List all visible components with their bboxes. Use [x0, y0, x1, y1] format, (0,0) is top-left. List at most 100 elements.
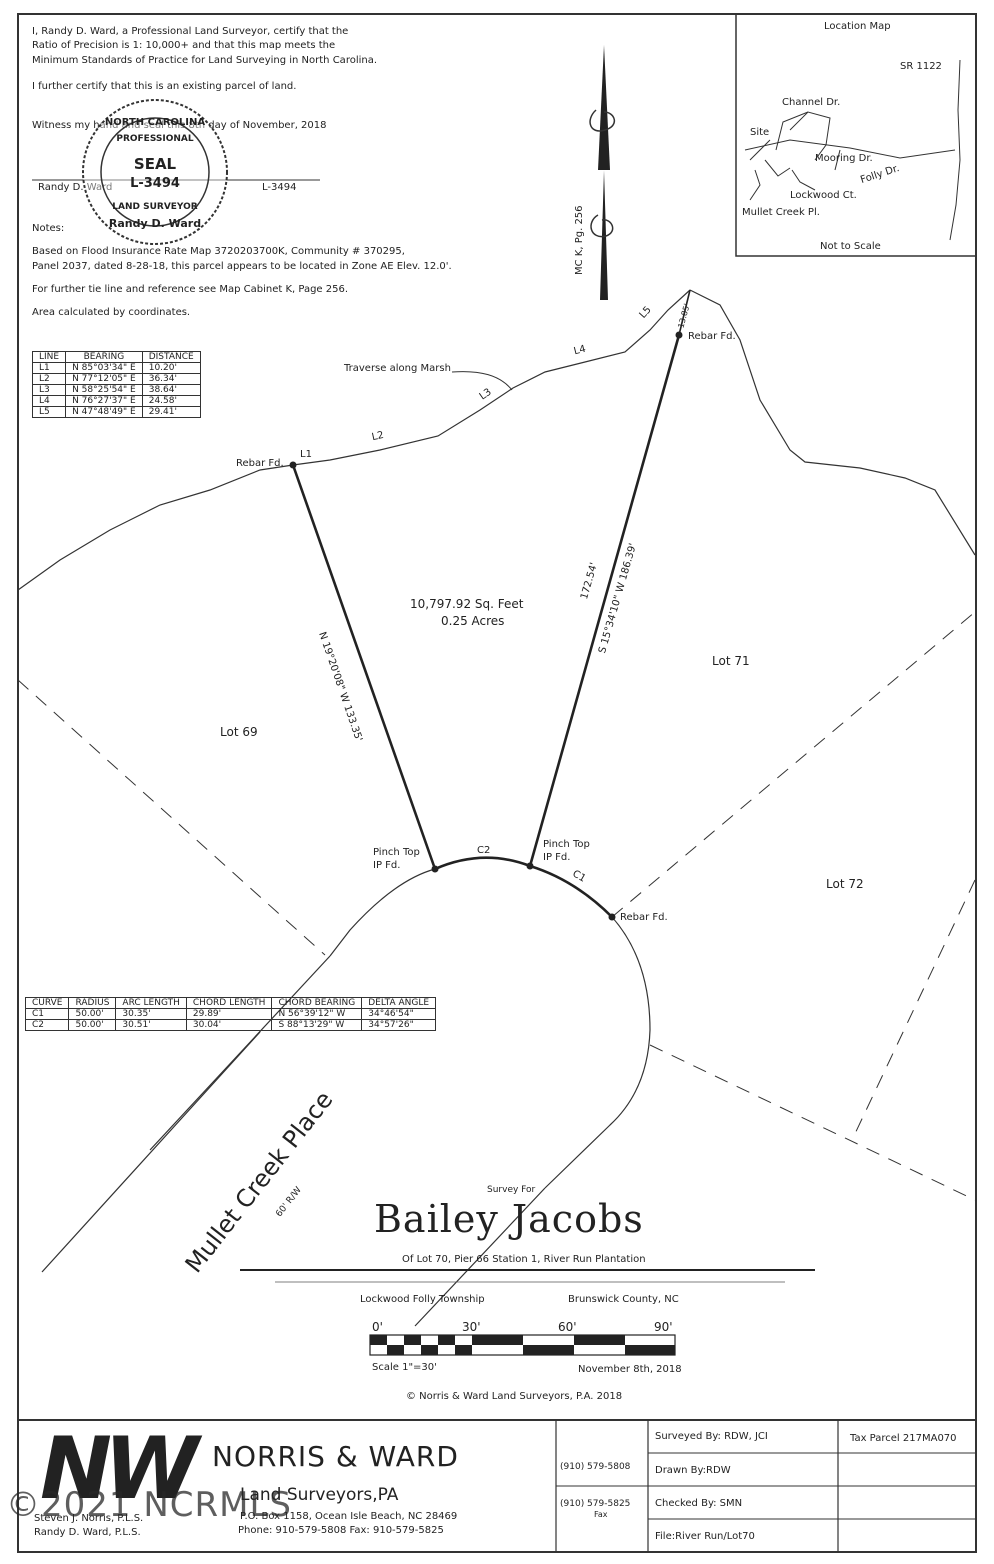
- table-cell: N 56°39'12" W: [271, 1008, 363, 1020]
- table-cell: 34°57'26": [361, 1019, 437, 1031]
- rebar-pin-3: [608, 913, 616, 921]
- sheet-border: [17, 13, 977, 1553]
- drawn-by: Drawn By:RDW: [655, 1465, 731, 1476]
- firm-address: P.O. Box 1158, Ocean Isle Beach, NC 2846…: [240, 1511, 458, 1522]
- license-number: L-3494: [262, 182, 297, 193]
- surveyor-name-2: Randy D. Ward, P.L.S.: [34, 1527, 141, 1538]
- line-label-l1: L1: [300, 449, 312, 460]
- fax-label: Fax: [594, 1510, 608, 1519]
- firm-subtitle: Land Surveyors,PA: [240, 1485, 399, 1505]
- seal-mid-text: PROFESSIONAL: [116, 134, 194, 144]
- location-map-site: Site: [750, 127, 770, 138]
- firm-phone-fax: Phone: 910-579-5808 Fax: 910-579-5825: [238, 1525, 444, 1536]
- scale-tick-60: 60': [558, 1320, 577, 1334]
- table-cell: L5: [31, 406, 67, 418]
- table-cell: L2: [31, 373, 67, 385]
- note-1: Based on Flood Insurance Rate Map 372020…: [32, 246, 405, 257]
- rebar-pin-2: [675, 331, 683, 339]
- pinch-label-2a: Pinch Top: [543, 839, 590, 850]
- table-cell: L1: [31, 362, 67, 374]
- curve-table-header: RADIUS: [68, 997, 117, 1009]
- surveyor-name-1: Steven J. Norris, P.L.S.: [34, 1513, 144, 1524]
- table-cell: N 47°48'49" E: [65, 406, 143, 418]
- location-map-roads: [744, 59, 961, 241]
- county-label: Brunswick County, NC: [568, 1294, 679, 1305]
- scale-tick-30: 30': [462, 1320, 481, 1334]
- location-map-title: Location Map: [824, 21, 891, 32]
- curve-table-header: CHORD LENGTH: [185, 997, 273, 1009]
- table-cell: N 76°27'37" E: [65, 395, 143, 407]
- table-cell: 30.04': [185, 1019, 273, 1031]
- marsh-traverse-line: [17, 289, 691, 591]
- location-map-lockwood: Lockwood Ct.: [790, 190, 857, 201]
- location-map-scale-note: Not to Scale: [820, 241, 881, 252]
- table-cell: 10.20': [141, 362, 201, 374]
- checked-by: Checked By: SMN: [655, 1498, 743, 1509]
- cul-de-sac-edge: [544, 916, 651, 1189]
- table-cell: 36.34': [141, 373, 201, 385]
- area-acres: 0.25 Acres: [441, 614, 505, 628]
- ncrmls-watermark: ©2021 NCRMLS: [6, 1485, 292, 1525]
- curve-table-header: DELTA ANGLE: [361, 997, 437, 1009]
- surveyed-by: Surveyed By: RDW, JCI: [655, 1431, 768, 1442]
- file-name: File:River Run/Lot70: [655, 1531, 755, 1542]
- line-table-header: LINE: [31, 351, 67, 363]
- survey-for-label: Survey For: [487, 1185, 536, 1195]
- tax-parcel: Tax Parcel 217MA070: [850, 1433, 957, 1444]
- rebar-label-3: Rebar Fd.: [620, 912, 668, 923]
- scale-label: Scale 1"=30': [372, 1362, 437, 1373]
- certificate-line-3: Minimum Standards of Practice for Land S…: [32, 55, 378, 66]
- certificate-line-2: Ratio of Precision is 1: 10,000+ and tha…: [32, 40, 336, 51]
- curve-table-header: CHORD BEARING: [271, 997, 363, 1009]
- copyright: © Norris & Ward Land Surveyors, P.A. 201…: [406, 1391, 623, 1402]
- north-reference: MC K, Pg. 256: [574, 205, 585, 275]
- seal-center-text: SEAL: [134, 155, 177, 173]
- rebar-pin-1: [289, 461, 297, 469]
- pinch-label-2b: IP Fd.: [543, 852, 571, 863]
- west-boundary: [291, 464, 437, 870]
- table-cell: C1: [24, 1008, 70, 1020]
- fax-number: (910) 579-5825: [560, 1499, 631, 1509]
- seal-bottom-text: LAND SURVEYOR: [112, 202, 198, 212]
- north-arrow-icon: [589, 45, 615, 300]
- surveyor-seal: NORTH CAROLINA PROFESSIONAL SEAL L-3494 …: [82, 99, 228, 245]
- signer-name: Randy D. Ward: [38, 182, 113, 193]
- scale-tick-90: 90': [654, 1320, 673, 1334]
- curve-c1: [529, 864, 613, 918]
- location-map-mullet: Mullet Creek Pl.: [742, 207, 820, 218]
- lot-lines-dashed: [17, 611, 976, 1201]
- certificate-line-1: I, Randy D. Ward, a Professional Land Su…: [32, 26, 349, 37]
- notes-heading: Notes:: [32, 223, 65, 234]
- table-cell: 38.64': [141, 384, 201, 396]
- owner-title: Bailey Jacobs: [374, 1197, 644, 1241]
- table-cell: N 85°03'34" E: [65, 362, 143, 374]
- table-cell: L3: [31, 384, 67, 396]
- location-map-mooring: Mooring Dr.: [815, 153, 873, 164]
- table-cell: C2: [24, 1019, 70, 1031]
- firm-name: NORRIS & WARD: [212, 1440, 459, 1473]
- curve-c2: [434, 856, 531, 871]
- pinch-pin-2: [526, 862, 534, 870]
- note-4: Area calculated by coordinates.: [32, 307, 191, 318]
- rebar-label-2: Rebar Fd.: [688, 331, 736, 342]
- seal-number-text: L-3494: [130, 176, 180, 191]
- east-boundary: [528, 334, 681, 867]
- firm-logo: NW: [40, 1419, 199, 1519]
- location-map-channel: Channel Dr.: [782, 97, 841, 108]
- east-marsh-line: [689, 289, 976, 556]
- note-2: Panel 2037, dated 8-28-18, this parcel a…: [32, 261, 452, 272]
- lot-69-label: Lot 69: [220, 725, 258, 739]
- table-cell: 50.00': [68, 1019, 117, 1031]
- pinch-pin-1: [431, 865, 439, 873]
- curve-label-c2: C2: [477, 845, 491, 856]
- lot-71-label: Lot 71: [712, 654, 750, 668]
- township-label: Lockwood Folly Township: [360, 1294, 485, 1305]
